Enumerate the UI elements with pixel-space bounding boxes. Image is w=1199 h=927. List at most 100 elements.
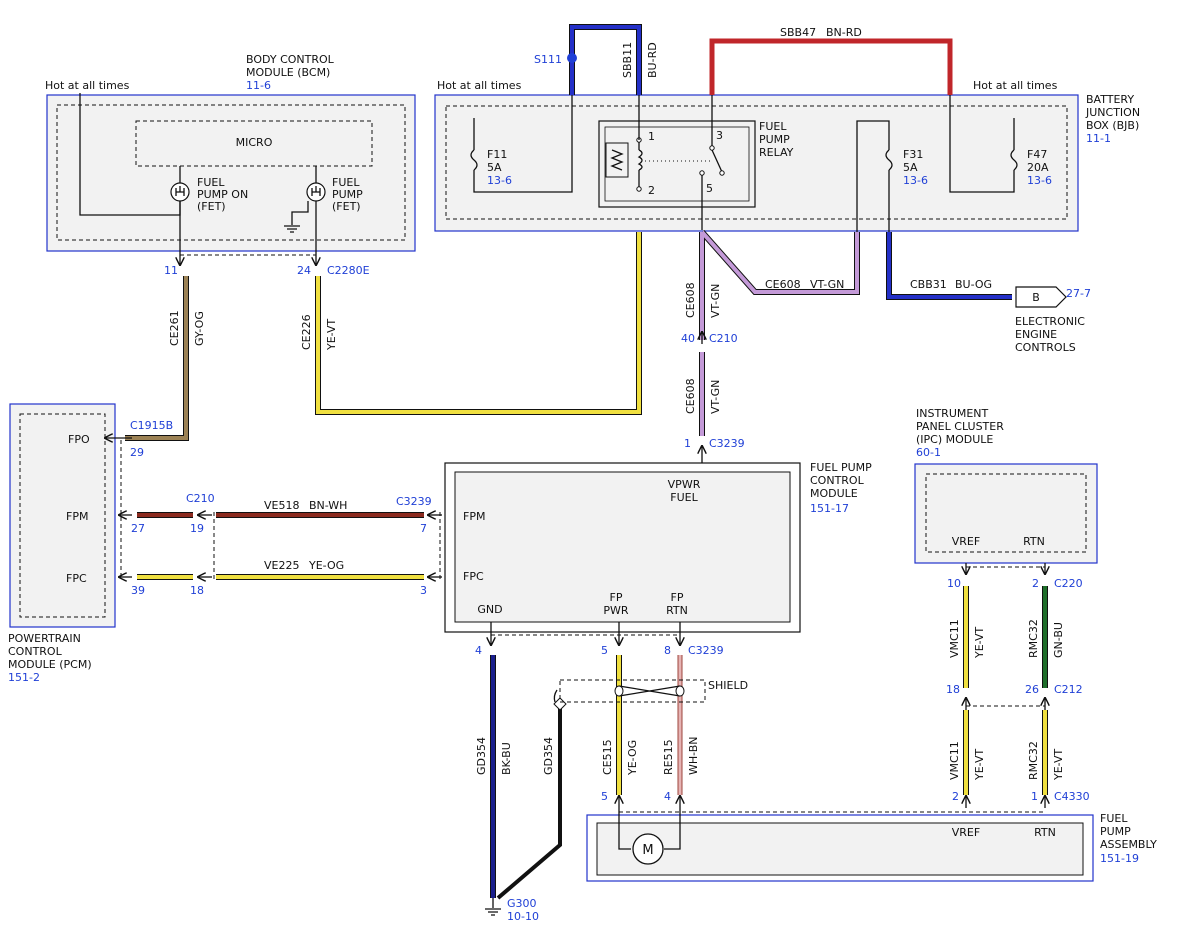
diagram-label: C210 (186, 492, 215, 505)
diagram-label: Hot at all times (437, 79, 522, 92)
diagram-label: YE-VT (1052, 748, 1065, 781)
diagram-label: PWR (603, 604, 629, 617)
diagram-label: S111 (534, 53, 562, 66)
diagram-label: FUEL (1100, 812, 1128, 825)
fuel-pump-assembly: M VREF RTN FUEL PUMP ASSEMBLY 151-19 (586, 808, 1157, 882)
diagram-label: 2 (1032, 577, 1039, 590)
diagram-label: 18 (946, 683, 960, 696)
diagram-label: YE-VT (973, 748, 986, 781)
bcm-wires: CE261 GY-OG CE226 YE-VT (125, 232, 642, 441)
top-wires: S111 SBB11 BU-RD SBB47 BN-RD (534, 24, 953, 140)
diagram-label: 151-17 (810, 502, 849, 515)
diagram-label: 20A (1027, 161, 1049, 174)
diagram-label: C3239 (709, 437, 745, 450)
diagram-label: VT-GN (709, 380, 722, 414)
diagram-label: 3 (420, 584, 427, 597)
diagram-label: BK-BU (500, 742, 513, 775)
relay-coil-icon (605, 142, 629, 178)
fuse-f47-icon (1010, 149, 1018, 171)
ground-g300-icon (485, 908, 501, 916)
diagram-label: FP (671, 591, 684, 604)
diagram-label: G300 (507, 897, 537, 910)
diagram-label: RTN (666, 604, 688, 617)
diagram-label: VE225 (264, 559, 299, 572)
diagram-label: CE608 (684, 282, 697, 318)
diagram-label: Hot at all times (973, 79, 1058, 92)
ipc-module: INSTRUMENT PANEL CLUSTER (IPC) MODULE 60… (914, 407, 1098, 808)
diagram-label: VT-GN (810, 278, 844, 291)
diagram-label: 11 (164, 264, 178, 277)
diagram-label: 10-10 (507, 910, 539, 923)
diagram-label: B (1032, 291, 1040, 304)
bcm-name-1: BODY CONTROL (246, 53, 335, 66)
diagram-label: 4 (664, 790, 671, 803)
diagram-label: 1 (684, 437, 691, 450)
bcm-module: MICRO BODY CONTROL MODULE (BCM) 11-6 Hot… (45, 53, 416, 277)
relay-output-wires: CE608 VT-GN CE608 VT-GN 40 C210 CE608 VT… (681, 230, 1091, 466)
diagram-label: MODULE (810, 487, 858, 500)
diagram-label: 27 (131, 522, 145, 535)
diagram-label: 4 (475, 644, 482, 657)
ground-icon (284, 225, 300, 233)
diagram-label: YE-VT (325, 318, 338, 351)
diagram-label: CONTROLS (1015, 341, 1076, 354)
diagram-label: C210 (709, 332, 738, 345)
diagram-label: FUEL (332, 176, 360, 189)
diagram-label: PUMP (332, 188, 363, 201)
diagram-label: FPC (66, 572, 87, 585)
diagram-label: CE515 (601, 739, 614, 775)
diagram-label: FUEL (670, 491, 698, 504)
diagram-label: C220 (1054, 577, 1083, 590)
diagram-label: WH-BN (687, 737, 700, 776)
diagram-label: FUEL (197, 176, 225, 189)
diagram-label: ELECTRONIC (1015, 315, 1085, 328)
diagram-label: C3239 (396, 495, 432, 508)
diagram-label: MODULE (PCM) (8, 658, 92, 671)
pump-motor-icon (632, 833, 664, 865)
diagram-label: VE518 (264, 499, 299, 512)
diagram-label: RMC32 (1027, 619, 1040, 658)
diagram-label: SHIELD (708, 679, 748, 692)
fpcm-module: FPM FPC VPWR FUEL GND FP PWR FP RTN FUEL… (444, 461, 872, 633)
diagram-label: VT-GN (709, 284, 722, 318)
eec-connector-tag (1015, 286, 1067, 308)
diagram-label: FUEL (759, 120, 787, 133)
diagram-label: BU-RD (646, 42, 659, 78)
diagram-label: 18 (190, 584, 204, 597)
lower-wires: 4 5 8 C3239 GD354 BK-BU GD354 SHIELD CE5… (475, 622, 748, 923)
diagram-label: SBB11 (621, 42, 634, 78)
diagram-label: 2 (952, 790, 959, 803)
diagram-label: 1 (648, 130, 655, 143)
bcm-ref: 11-6 (246, 79, 271, 92)
diagram-label: 8 (664, 644, 671, 657)
diagram-label: FPM (66, 510, 88, 523)
diagram-label: 26 (1025, 683, 1039, 696)
pcm-fpcm-wires: C210 19 18 VE518 BN-WH VE225 YE-OG C3239… (137, 492, 442, 597)
diagram-label: 5 (601, 644, 608, 657)
diagram-label: (IPC) MODULE (916, 433, 993, 446)
diagram-label: YE-OG (308, 559, 344, 572)
diagram-label: FPC (463, 570, 484, 583)
fuse-f11-icon (470, 149, 478, 171)
bcm-hot-label: Hot at all times (45, 79, 130, 92)
diagram-label: 5 (601, 790, 608, 803)
diagram-label: 13-6 (487, 174, 512, 187)
diagram-label: 19 (190, 522, 204, 535)
diagram-label: CONTROL (810, 474, 865, 487)
diagram-label: CE608 (765, 278, 801, 291)
diagram-label: RELAY (759, 146, 794, 159)
diagram-label: 29 (130, 446, 144, 459)
diagram-label: BATTERY (1086, 93, 1134, 106)
diagram-label: VPWR (668, 478, 701, 491)
diagram-label: YE-OG (626, 740, 639, 776)
diagram-label: F31 (903, 148, 923, 161)
diagram-label: CBB31 (910, 278, 947, 291)
diagram-label: YE-VT (973, 626, 986, 659)
diagram-label: 5 (706, 182, 713, 195)
diagram-label: PUMP (1100, 825, 1131, 838)
diagram-label: FP (610, 591, 623, 604)
diagram-label: 5A (903, 161, 918, 174)
diagram-label: PUMP (759, 133, 790, 146)
diagram-label: 2 (648, 184, 655, 197)
